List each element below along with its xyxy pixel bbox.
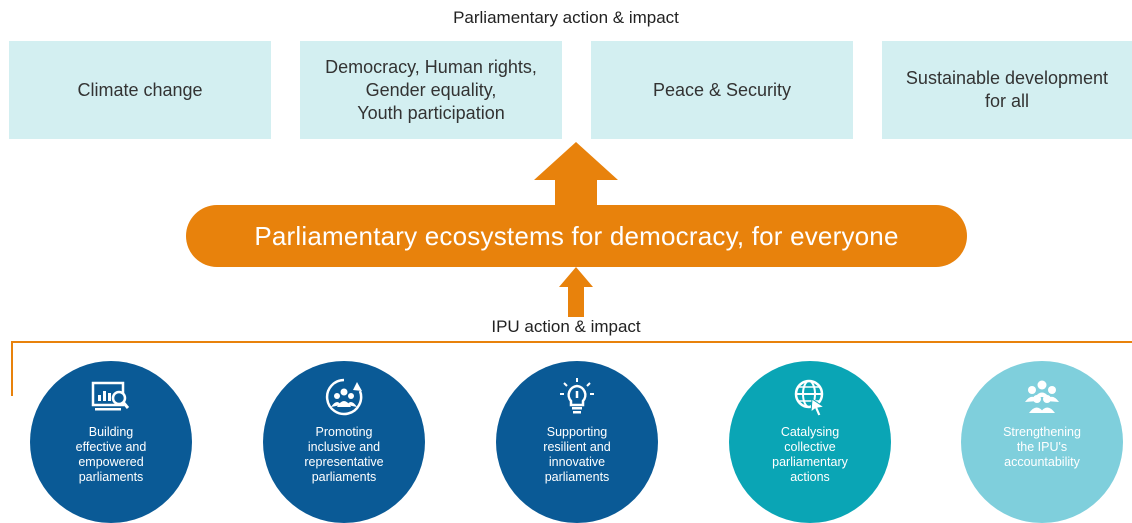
outcome-box-label: Climate change xyxy=(77,79,203,100)
bottom-section-title: IPU action & impact xyxy=(491,317,641,336)
pillar-circle-promoting: Promoting inclusive and representative p… xyxy=(263,361,425,523)
pillar-label: Supporting resilient and innovative parl… xyxy=(543,425,611,484)
up-arrow-small-icon xyxy=(559,267,593,317)
ecosystem-banner: Parliamentary ecosystems for democracy, … xyxy=(186,205,967,267)
group-cycle-icon xyxy=(325,378,363,416)
outcome-box-label: Democracy, Human rights, Gender equality… xyxy=(325,56,537,123)
globe-cursor-icon xyxy=(794,379,826,417)
pillar-circle-catalysing: Catalysing collective parliamentary acti… xyxy=(729,361,891,523)
top-section-title: Parliamentary action & impact xyxy=(453,8,679,27)
outcome-box-label: Peace & Security xyxy=(652,79,792,100)
outcome-box-label: Sustainable development for all xyxy=(905,68,1109,111)
pillar-label: Strengthening the IPU's accountability xyxy=(1003,425,1081,469)
ecosystem-banner-label: Parliamentary ecosystems for democracy, … xyxy=(254,220,899,251)
pillar-label: Building effective and empowered parliam… xyxy=(75,425,147,484)
outcome-box-peace: Peace & Security xyxy=(591,41,853,139)
pillar-label: Promoting inclusive and representative p… xyxy=(304,425,384,484)
up-arrow-large-icon xyxy=(534,142,618,205)
pillar-circle-strengthening: Strengthening the IPU's accountability xyxy=(961,361,1123,523)
pillar-circle-supporting: Supporting resilient and innovative parl… xyxy=(496,361,658,523)
outcome-box-sustainable: Sustainable development for all xyxy=(882,41,1132,139)
lightbulb-icon xyxy=(560,378,594,414)
pillar-circle-building: Building effective and empowered parliam… xyxy=(30,361,192,523)
bracket-line xyxy=(11,341,1132,396)
outcome-box-climate: Climate change xyxy=(9,41,271,139)
pillar-label: Catalysing collective parliamentary acti… xyxy=(772,425,848,484)
outcome-box-democracy: Democracy, Human rights, Gender equality… xyxy=(300,41,562,139)
monitor-chart-magnifier-icon xyxy=(91,381,130,411)
people-group-icon xyxy=(1025,380,1059,413)
